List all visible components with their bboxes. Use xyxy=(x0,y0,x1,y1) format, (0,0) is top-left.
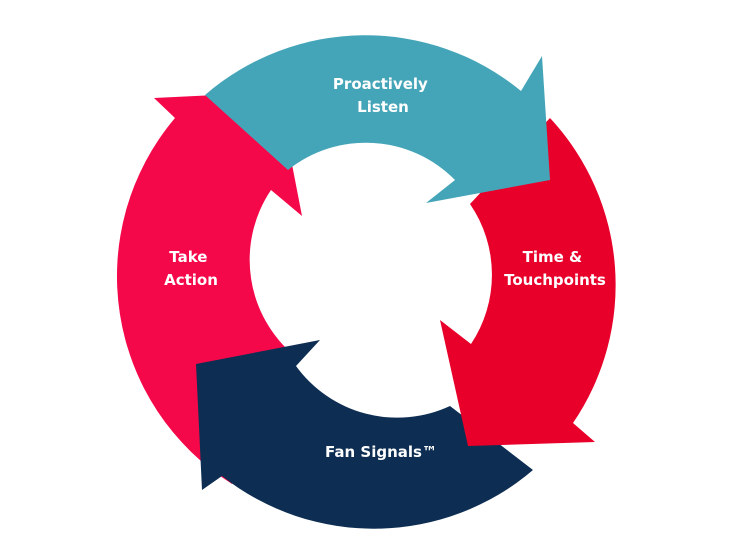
label-take-line1: Take xyxy=(169,248,207,266)
label-time-line1: Time & xyxy=(523,248,582,266)
label-fan-signals: Fan Signals™ xyxy=(325,443,437,461)
segment-time-touchpoints xyxy=(440,118,616,446)
label-fan-signals-line1: Fan Signals™ xyxy=(325,443,437,461)
label-time-line2: Touchpoints xyxy=(504,271,606,289)
segment-fan-signals xyxy=(196,340,533,529)
label-proactively-line1: Proactively xyxy=(333,75,428,93)
label-take-action: Take Action xyxy=(164,248,218,289)
segment-proactively-listen xyxy=(205,35,550,203)
label-time-touchpoints: Time & Touchpoints xyxy=(504,248,606,289)
label-take-line2: Action xyxy=(164,271,218,289)
label-proactively-line2: Listen xyxy=(357,98,409,116)
label-proactively-listen: Proactively Listen xyxy=(333,75,433,116)
